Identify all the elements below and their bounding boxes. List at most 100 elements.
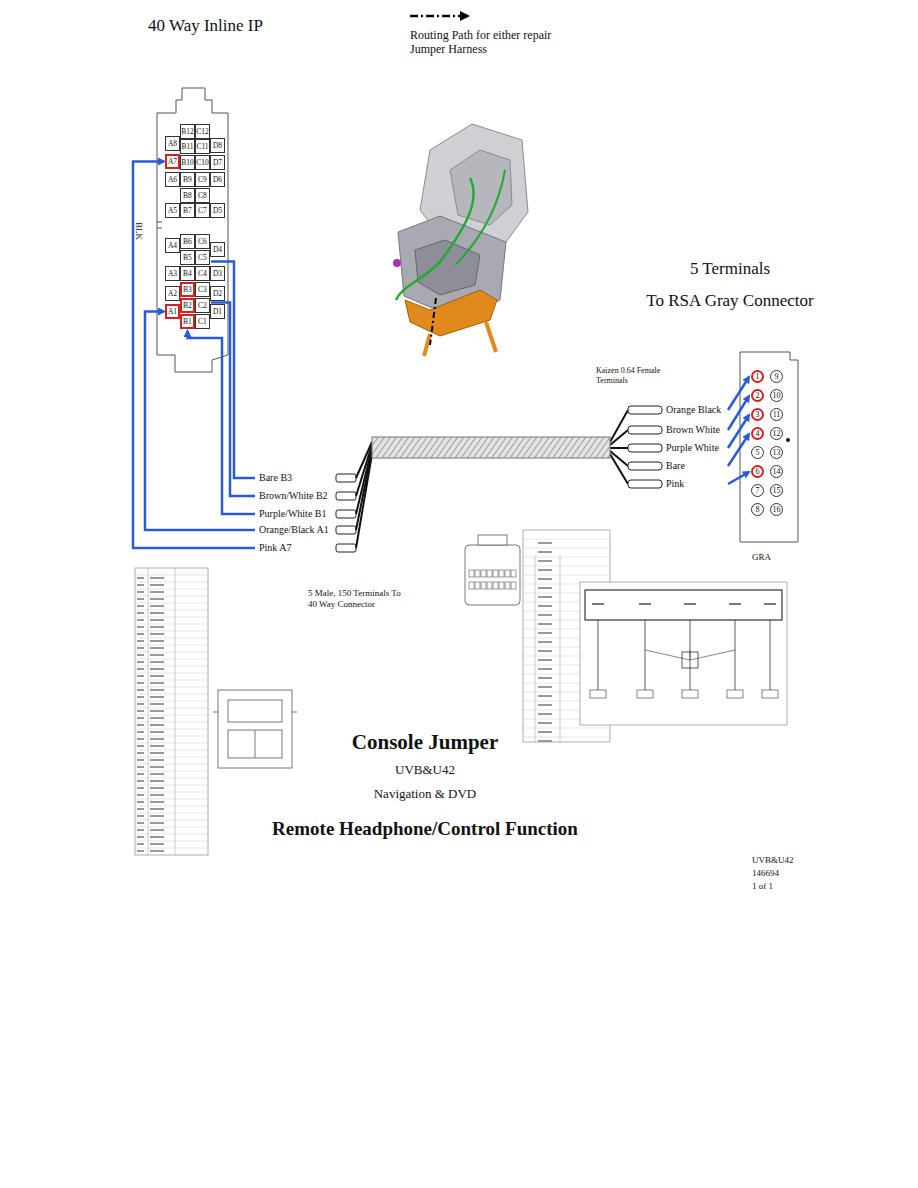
- cavity-number: C11: [196, 143, 208, 151]
- table-line: [469, 582, 474, 589]
- table-line: [150, 787, 164, 789]
- table-line: [137, 731, 144, 733]
- wire-pin-label: Pink A7: [259, 542, 292, 554]
- table-line: [538, 560, 552, 562]
- table-line: [150, 822, 164, 824]
- table-line: [150, 675, 164, 677]
- table-line: [150, 696, 164, 698]
- cavity-number: D1: [213, 308, 222, 316]
- table-line: [150, 584, 164, 586]
- cavity-cell: D8: [210, 138, 225, 153]
- table-line: [135, 806, 208, 807]
- cavity-number: B8: [183, 192, 192, 200]
- console-illustration: [430, 298, 436, 345]
- table-line: [523, 548, 610, 549]
- cavity-cell: C8: [195, 188, 210, 203]
- cavity-number: C12: [196, 128, 209, 136]
- table-line: [137, 794, 144, 796]
- table-line: [150, 717, 164, 719]
- male-terminal: [336, 544, 356, 552]
- table-line: [150, 794, 164, 796]
- legend-text: Routing Path for either repair Jumper Ha…: [410, 28, 580, 57]
- table-line: [137, 787, 144, 789]
- table-line: [135, 694, 208, 695]
- console-illustration: [393, 259, 401, 267]
- cavity-number: C10: [196, 159, 209, 167]
- table-line: [135, 701, 208, 702]
- cavity-circle: 12: [770, 427, 783, 440]
- wire-color: Purple White: [666, 442, 719, 454]
- heading: 5 Terminals: [640, 259, 820, 279]
- cavity-cell: A7: [165, 154, 180, 169]
- wire-color: Bare: [666, 460, 685, 472]
- table-line: [493, 582, 498, 589]
- wire: [188, 331, 256, 514]
- cavity-cell: C2: [195, 298, 210, 313]
- table-line: [770, 620, 771, 690]
- male-terminal: [336, 510, 356, 518]
- table-line: [150, 710, 164, 712]
- wire-color: Pink: [666, 478, 684, 490]
- rsa-connector-housing: [740, 352, 798, 542]
- table-line: [690, 650, 735, 660]
- table-line: [493, 570, 498, 577]
- table-line: [137, 675, 144, 677]
- cavity-number: A7: [168, 158, 177, 166]
- table-line: [137, 822, 144, 824]
- table-line: [137, 780, 144, 782]
- cavity-cell: D2: [210, 286, 225, 301]
- table-line: [487, 582, 492, 589]
- table-line: [538, 695, 552, 697]
- cavity-number: C9: [198, 176, 207, 184]
- table-line: [135, 750, 208, 751]
- table-line: [729, 603, 741, 605]
- table-line: [228, 700, 282, 722]
- wire: [728, 377, 749, 410]
- cavity-cell: B10: [180, 155, 195, 170]
- table-line: [137, 752, 144, 754]
- table-line: [690, 620, 691, 690]
- table-line: [150, 843, 164, 845]
- console-illustration: [396, 178, 474, 300]
- table-line: [538, 659, 552, 661]
- table-line: [538, 551, 552, 553]
- table-line: [538, 731, 552, 733]
- table-line: [137, 815, 144, 817]
- connector-housing: [157, 222, 162, 223]
- cavity-cell: B3: [180, 282, 195, 297]
- table-line: [137, 836, 144, 838]
- cavity-cell: C1: [195, 314, 210, 329]
- table-line: [137, 619, 144, 621]
- male-terminal: [336, 474, 356, 482]
- cavity-number: 12: [773, 430, 781, 438]
- table-line: [735, 620, 736, 690]
- cavity-cell: A2: [165, 286, 180, 301]
- table-line: [538, 596, 552, 598]
- table-line: [135, 708, 208, 709]
- cavity-cell: A8: [165, 136, 180, 151]
- console-illustration: [450, 150, 512, 225]
- cavity-number: 2: [756, 392, 760, 400]
- table-line: [523, 566, 610, 567]
- table-line: [637, 690, 653, 698]
- cavity-number: 14: [773, 468, 781, 476]
- harness-sleeve: [372, 437, 610, 458]
- table-line: [137, 738, 144, 740]
- table-line: [135, 631, 208, 632]
- table-line: [538, 587, 552, 589]
- table-line: [135, 589, 208, 590]
- cavity-cell: C7: [195, 203, 210, 218]
- cavity-cell: B6: [180, 234, 195, 249]
- table-line: [538, 614, 552, 616]
- cavity-cell: D1: [210, 304, 225, 319]
- cavity-number: C6: [198, 238, 207, 246]
- table-line: [135, 652, 208, 653]
- cavity-number: A8: [168, 140, 177, 148]
- cavity-number: A4: [168, 242, 177, 250]
- table-line: [135, 715, 208, 716]
- table-line: [538, 641, 552, 643]
- cavity-cell: B11: [180, 139, 195, 154]
- table-line: [538, 713, 552, 715]
- table-line: [135, 582, 208, 583]
